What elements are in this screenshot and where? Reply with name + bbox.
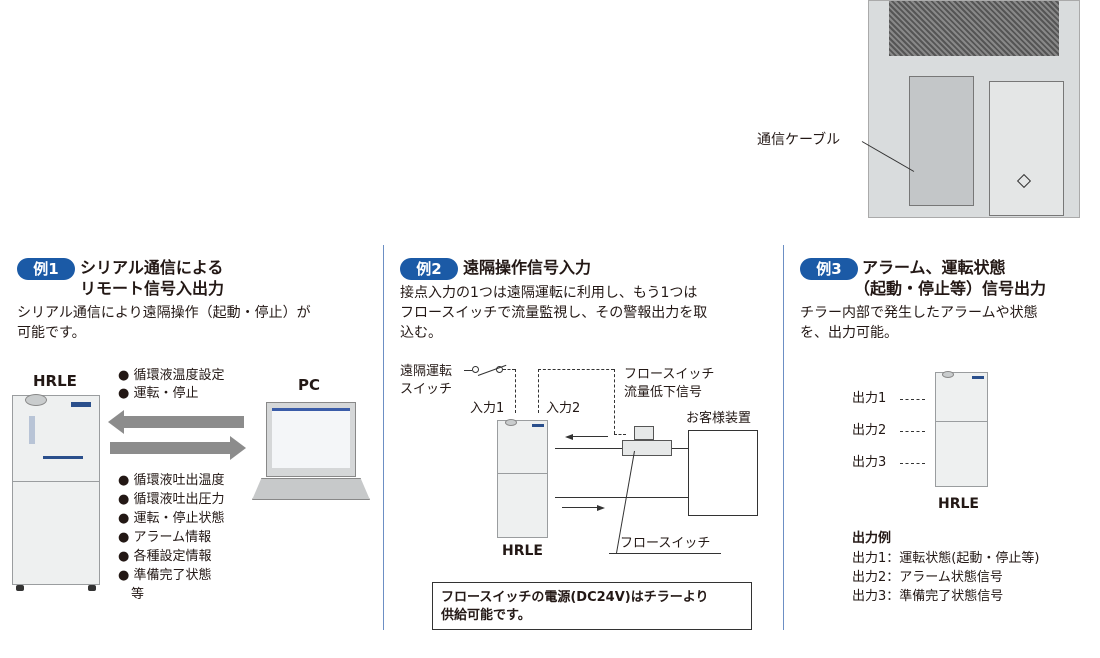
section-desc: チラー内部で発生したアラームや状態を、出力可能。 [800, 305, 1038, 341]
device-label: HRLE [33, 372, 77, 390]
chiller-unit [12, 394, 100, 585]
input1-label: 入力1 [470, 401, 505, 416]
flow-signal-label: フロースイッチ流量低下信号 [624, 367, 715, 400]
divider [783, 245, 784, 630]
customer-label: お客様装置 [686, 411, 752, 426]
flow-switch-icon [622, 440, 672, 456]
customer-equipment [688, 430, 758, 516]
device-label: HRLE [938, 496, 979, 512]
output1-label: 出力1 [852, 391, 887, 406]
input2-label: 入力2 [546, 401, 581, 416]
divider [383, 245, 384, 630]
section-desc: 接点入力の1つは遠隔運転に利用し、もう1つはフロースイッチで流量監視し、その警報… [400, 285, 708, 341]
chiller-unit [935, 371, 988, 487]
example-badge: 例3 [800, 258, 858, 280]
pc-label: PC [298, 376, 321, 394]
section-title: アラーム、運転状態（起動・停止等）信号出力 [854, 258, 1047, 298]
example-badge: 例1 [17, 258, 75, 280]
chiller-unit [497, 419, 548, 538]
remote-switch-label: 遠隔運転スイッチ [400, 364, 453, 397]
section-desc: シリアル通信により遠隔操作（起動・停止）が可能です。 [17, 305, 311, 341]
chiller-photo [868, 0, 1080, 218]
input-list: ● 循環液温度設定● 運転・停止 [118, 368, 225, 401]
cable-label: 通信ケーブル [757, 132, 841, 148]
device-label: HRLE [502, 543, 543, 559]
section-title: シリアル通信によるリモート信号入出力 [80, 258, 225, 298]
output3-label: 出力3 [852, 455, 887, 470]
output2-label: 出力2 [852, 423, 887, 438]
section-title: 遠隔操作信号入力 [463, 258, 592, 277]
output-list: ● 循環液吐出温度● 循環液吐出圧力● 運転・停止状態● アラーム情報● 各種設… [118, 473, 225, 602]
note-box: フロースイッチの電源(DC24V)はチラーより供給可能です。 [432, 582, 752, 630]
laptop-icon [266, 402, 356, 477]
arrow-left [122, 416, 244, 428]
arrow-right [110, 442, 230, 454]
flow-switch-label: フロースイッチ [620, 536, 711, 551]
output-example-list: 出力1：運転状態(起動・停止等)出力2：アラーム状態信号出力3：準備完了状態信号 [852, 551, 1040, 604]
output-example-title: 出力例 [852, 531, 892, 546]
example-badge: 例2 [400, 258, 458, 280]
